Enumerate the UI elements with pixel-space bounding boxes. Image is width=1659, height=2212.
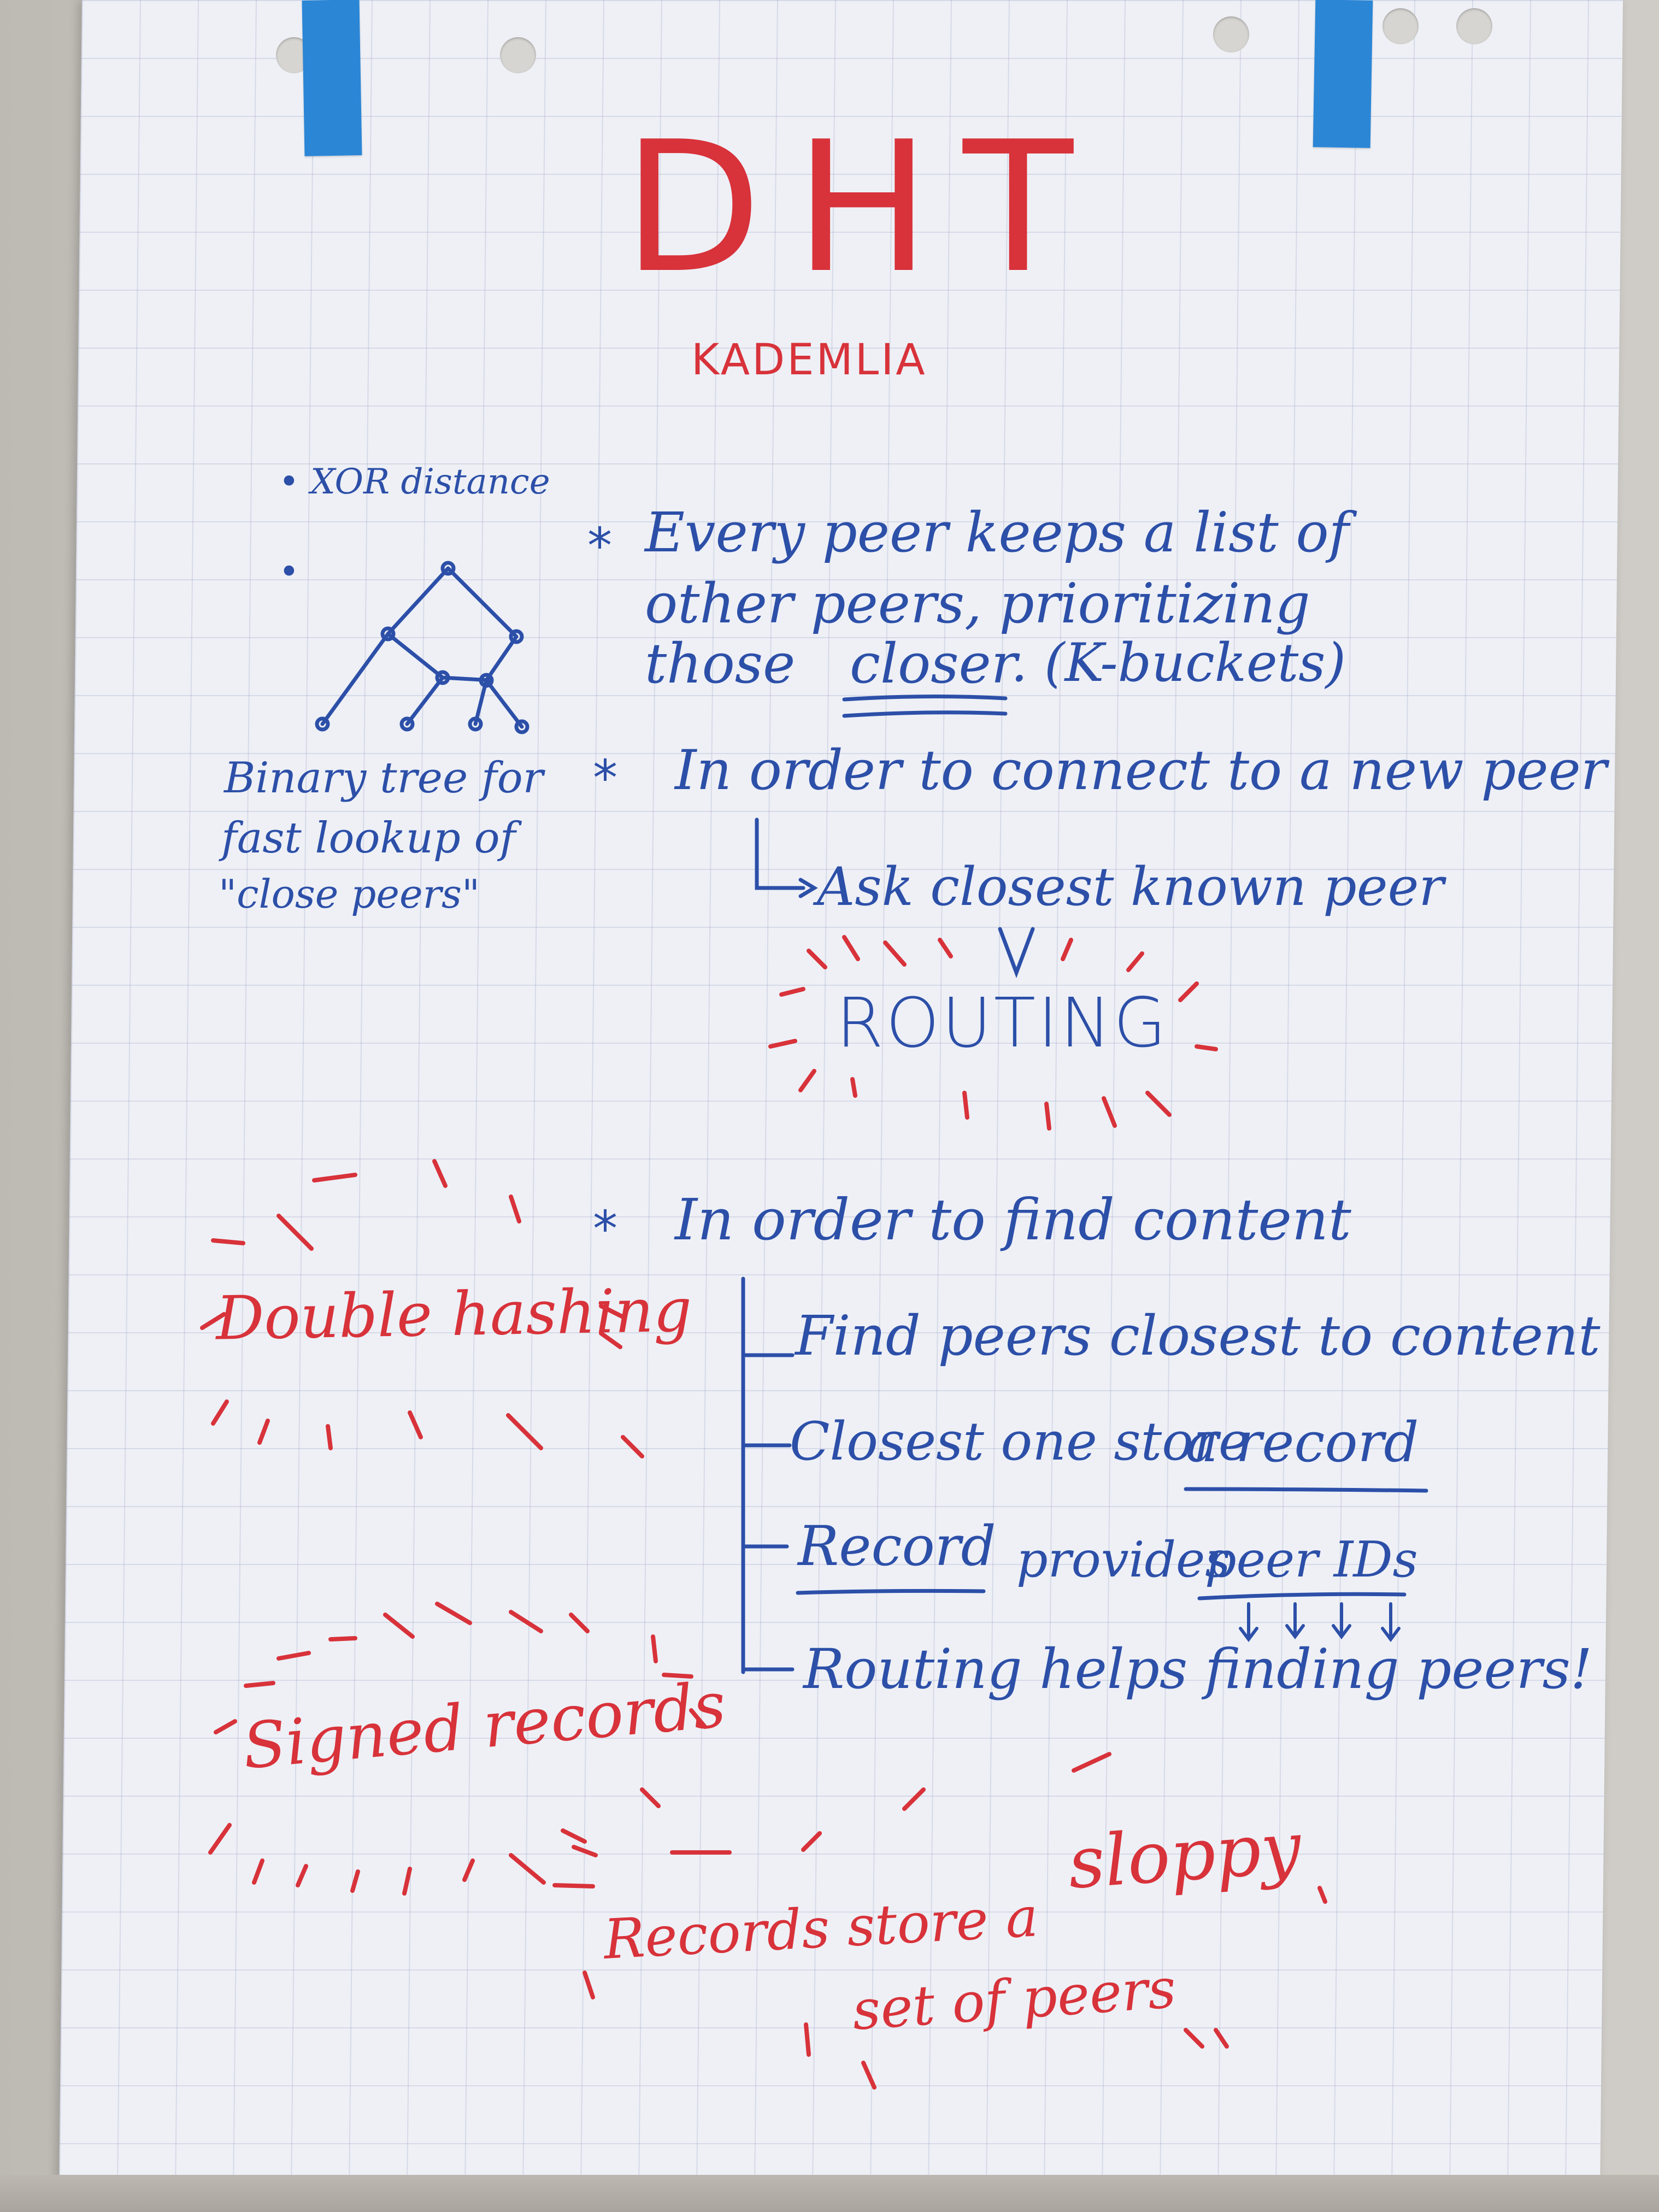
point1-line-3b: closer xyxy=(850,632,1017,696)
point3-sub-3a: Record xyxy=(798,1514,996,1578)
point3-star: * xyxy=(593,1201,617,1258)
point1-line-3c: . (K-buckets) xyxy=(1011,632,1346,693)
subtitle-kademlia: KADEMLIA xyxy=(691,336,927,385)
flipchart-sheet xyxy=(58,0,1623,2212)
punch-hole-3 xyxy=(1213,16,1249,52)
point3-sub-3b: provides xyxy=(1016,1531,1231,1589)
point1-line-1: Every peer keeps a list of xyxy=(645,501,1349,564)
note-tree-bullet: • xyxy=(279,552,299,592)
point2-star: * xyxy=(593,750,617,807)
point2-sub-1: Ask closest known peer xyxy=(817,856,1444,917)
page-title: DHT xyxy=(623,103,1106,313)
punch-hole-2 xyxy=(500,37,536,73)
point3-sub-2b: a record xyxy=(1186,1410,1419,1474)
punch-hole-5 xyxy=(1456,8,1492,44)
point3-sub-3c: peer IDs xyxy=(1205,1531,1418,1589)
punch-hole-4 xyxy=(1382,8,1419,44)
point3-sub-2a: Closest one store xyxy=(790,1411,1250,1472)
point3-line-1: In order to find content xyxy=(675,1186,1351,1253)
tape-left xyxy=(302,0,362,156)
note-sloppy: sloppy xyxy=(1065,1805,1304,1905)
tree-caption-line-1: Binary tree for xyxy=(224,754,544,803)
note-double-hashing: Double hashing xyxy=(215,1275,693,1354)
point1-star: * xyxy=(587,517,612,575)
tape-right xyxy=(1313,0,1373,148)
point3-sub-4: Routing helps finding peers! xyxy=(803,1637,1592,1701)
point2-line-1: In order to connect to a new peer xyxy=(675,738,1607,802)
point3-sub-1: Find peers closest to content xyxy=(795,1304,1601,1368)
routing-label: ROUTING xyxy=(836,984,1169,1063)
point1-line-3a: those xyxy=(645,632,796,696)
note-xor-distance: • XOR distance xyxy=(279,462,550,502)
tree-caption-line-3: "close peers" xyxy=(219,871,480,917)
point1-line-2: other peers, prioritizing xyxy=(645,572,1310,636)
tree-caption-line-2: fast lookup of xyxy=(221,814,516,863)
easel-bottom-edge xyxy=(0,2175,1659,2212)
